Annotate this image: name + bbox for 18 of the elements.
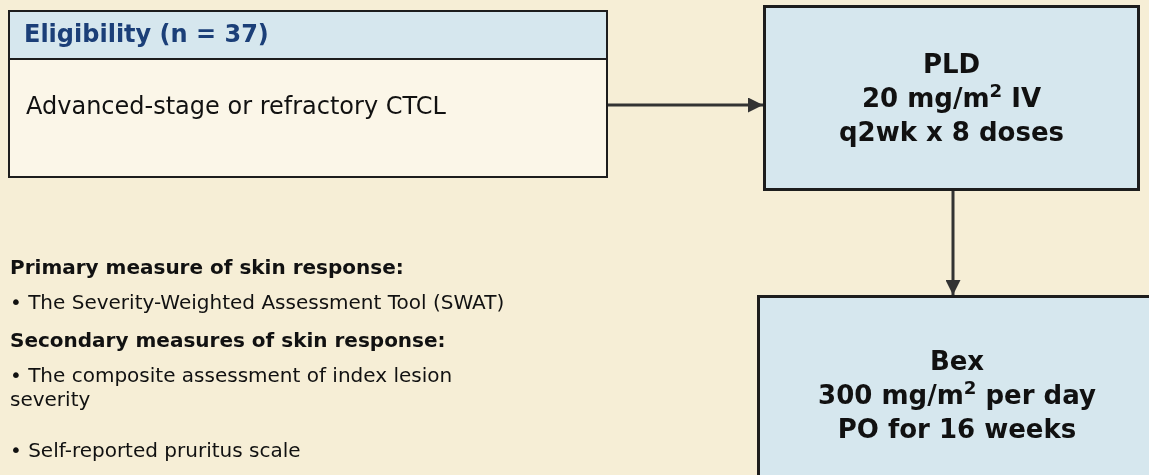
dose-text: PO for 16 weeks [837, 413, 1077, 446]
section-heading: Primary measure of skin response: [10, 255, 404, 279]
treatment-box [757, 295, 1149, 475]
arrow [608, 97, 763, 113]
arrow [945, 191, 961, 295]
box-heading: Eligibility (n = 37) [24, 20, 269, 48]
dose-text: 20 mg/m$^{2}$ IV [861, 81, 1041, 115]
eligibility-box [8, 10, 608, 178]
box-text: Advanced-stage or refractory CTCL [26, 92, 446, 120]
dose-text: 300 mg/m$^{2}$ per day [818, 378, 1096, 412]
bullet-text: • The composite assessment of index lesion severity [10, 363, 454, 411]
drug-name: Bex [929, 345, 985, 378]
dose-text: q2wk x 8 doses [838, 116, 1065, 149]
section-heading: Secondary measures of skin response: [10, 328, 446, 352]
bullet-text: • The Severity-Weighted Assessment Tool (SWAT) [10, 290, 505, 314]
drug-name: PLD [922, 48, 981, 81]
treatment-box [763, 5, 1140, 191]
bullet-text: • Self-reported pruritus scale [10, 438, 301, 462]
